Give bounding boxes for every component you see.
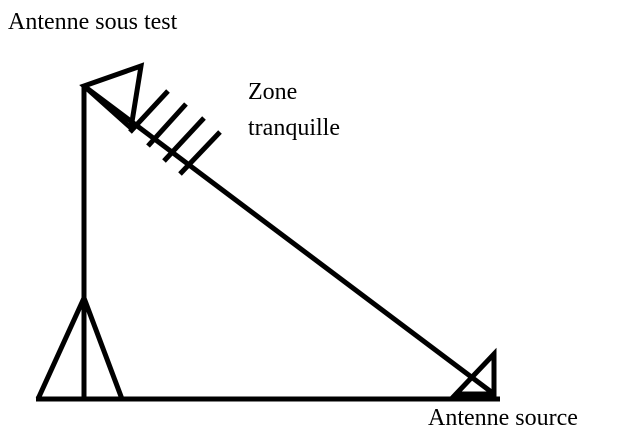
tripod-left-leg <box>35 296 87 401</box>
tripod-right-leg <box>81 297 125 400</box>
source-antenna-icon <box>450 347 497 397</box>
quiet-zone-mark-1 <box>128 89 170 134</box>
quiet-zone-label-line1: Zone <box>248 79 298 105</box>
source-antenna-label: Antenne source <box>428 405 578 431</box>
quiet-zone-mark-2 <box>146 102 188 148</box>
antenna-under-test-icon <box>79 62 145 133</box>
propagation-path <box>82 84 496 396</box>
antenna-under-test-label: Antenne sous test <box>8 9 178 35</box>
quiet-zone-label-line2: tranquille <box>248 115 340 141</box>
quiet-zone-mark-3 <box>162 116 206 163</box>
quiet-zone-mark-4 <box>178 130 222 176</box>
